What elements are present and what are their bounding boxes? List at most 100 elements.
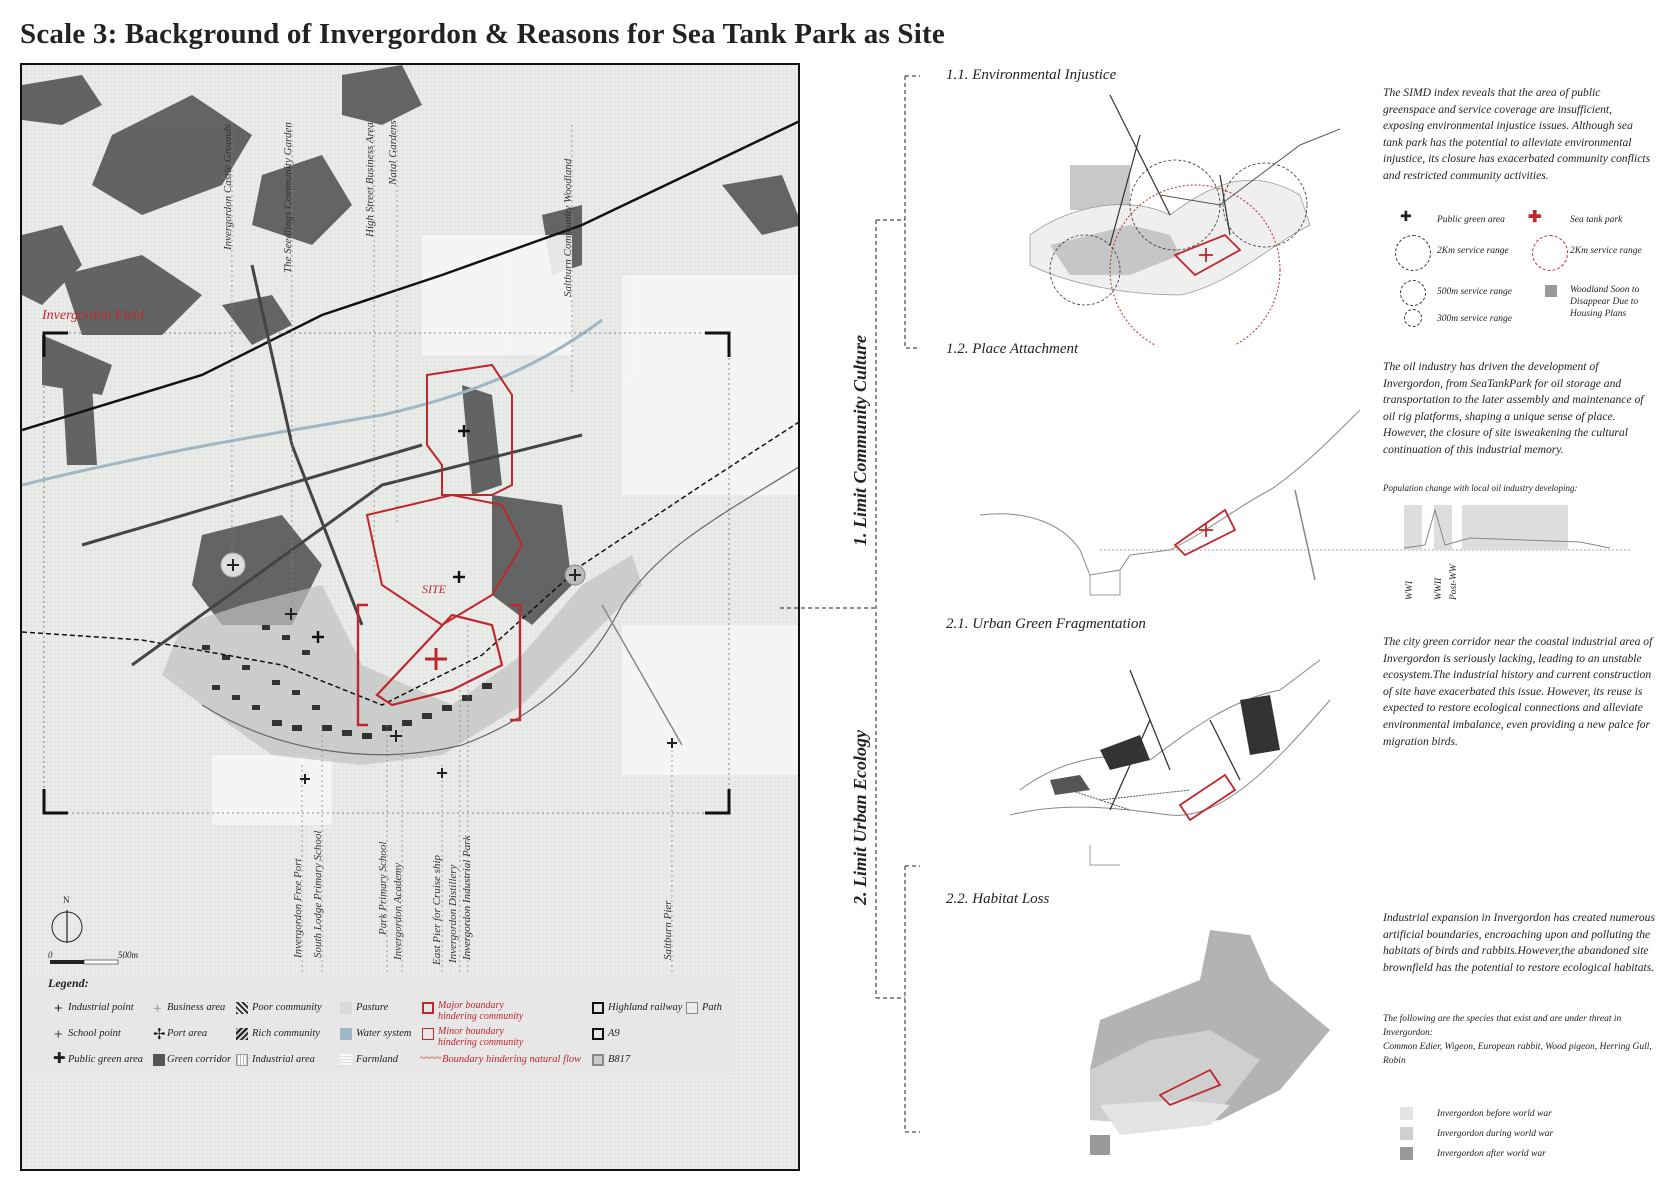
woodland-swatch (1545, 285, 1557, 297)
section-2-2-title: 2.2. Habitat Loss (946, 891, 1050, 907)
industrial-area-swatch (236, 1054, 248, 1066)
scale-end: 500m (118, 950, 138, 960)
school-point-icon: + (54, 1027, 63, 1043)
legend-industrial-area: Industrial area (252, 1054, 315, 1065)
scale-bar (50, 959, 119, 965)
section-1-1-text: The SIMD index reveals that the area of … (1383, 86, 1651, 182)
section-2-2-text: Industrial expansion in Invergordon has … (1383, 911, 1655, 974)
service-2km-red-circle (1532, 235, 1568, 271)
s11-legend-500m: 500m service range (1437, 287, 1512, 297)
section-1-1-title: 1.1. Environmental Injustice (946, 67, 1117, 83)
poor-community-swatch (236, 1002, 248, 1014)
legend-farmland: Farmland (356, 1054, 398, 1065)
legend-a9: A9 (608, 1028, 620, 1039)
section-1-2-text: The oil industry has driven the developm… (1383, 360, 1644, 456)
railway-swatch (592, 1002, 604, 1014)
port-area-icon: ✢ (153, 1027, 166, 1043)
label-seedlings-garden: The Seedlings Community Garden (282, 122, 294, 273)
legend-railway: Highland railway (608, 1002, 683, 1013)
service-500m-circle (1400, 280, 1426, 306)
green-corridor-swatch (153, 1054, 165, 1066)
pasture-swatch (340, 1002, 352, 1014)
after-ww-swatch (1400, 1147, 1413, 1160)
s11-legend-sea-tank-park: Sea tank park (1570, 215, 1623, 225)
a9-road (22, 120, 798, 432)
coastline (201, 466, 798, 756)
rich-community-swatch (236, 1028, 248, 1040)
label-saltburn-woodland: Saltburn Community Woodland (562, 158, 574, 297)
species-list: Common Edier, Wigeon, European rabbit, W… (1383, 1042, 1652, 1066)
major-boundary-swatch (422, 1002, 434, 1014)
habitat-loss-map (1090, 930, 1330, 1155)
site-label: SITE (422, 582, 446, 596)
farmland-swatch (340, 1054, 352, 1066)
site-boundaries (365, 363, 524, 707)
legend-after-ww: Invergordon after world war (1437, 1149, 1546, 1159)
public-green-area-icon: ✚ (1400, 210, 1412, 225)
minor-boundary-swatch (422, 1028, 434, 1040)
legend-water-system: Water system (356, 1028, 412, 1039)
section-2-1-text: The city green corridor near the coastal… (1383, 635, 1653, 748)
period-post-ww: Post-WW (1449, 564, 1459, 600)
page-title: Scale 3: Background of Invergordon & Rea… (20, 18, 945, 50)
category-community-culture: 1. Limit Community Culture (850, 334, 870, 546)
business-area-icon: + (153, 1001, 162, 1017)
natural-flow-swatch: ~~~~ (420, 1053, 442, 1064)
b817-swatch (592, 1054, 604, 1066)
legend-before-ww: Invergordon before world war (1437, 1109, 1552, 1119)
label-academy: Invergordon Academy (392, 862, 404, 960)
place-attachment-map (980, 410, 1630, 596)
legend-background (22, 975, 732, 1075)
s11-legend-public-green: Public green area (1437, 215, 1505, 225)
species-intro: The following are the species that exist… (1383, 1014, 1622, 1038)
water-system-swatch (340, 1028, 352, 1040)
public-green-icon: ✚ (53, 1051, 66, 1067)
s11-legend-2km-red: 2Km service range (1570, 246, 1642, 256)
label-east-pier: East Pier for Cruise ship (431, 854, 443, 965)
legend-pasture: Pasture (356, 1002, 389, 1013)
legend-rich-community: Rich community (252, 1028, 320, 1039)
legend-title: Legend: (48, 976, 89, 990)
field-label: Invergordon Field (42, 308, 144, 323)
legend-business-area: Business area (167, 1002, 226, 1013)
label-south-lodge: South Lodge Primary School (312, 830, 324, 958)
legend-green-corridor: Green corridor (167, 1054, 232, 1065)
legend-industrial-point: Industrial point (68, 1002, 134, 1013)
label-high-street: High Street Business Area (364, 122, 376, 237)
before-ww-swatch (1400, 1107, 1413, 1120)
legend-b817: B817 (608, 1054, 631, 1065)
population-chart-title: Population change with local oil industr… (1383, 483, 1578, 493)
service-300m-circle (1404, 309, 1422, 327)
railway (22, 421, 798, 706)
during-ww-swatch (1400, 1127, 1413, 1140)
s11-legend-2km: 2Km service range (1437, 246, 1509, 256)
legend-during-ww: Invergordon during world war (1437, 1129, 1554, 1139)
a9-swatch (592, 1028, 604, 1040)
legend-port-area: Port area (167, 1028, 208, 1039)
legend-school-point: School point (68, 1028, 121, 1039)
service-2km-circle (1395, 235, 1431, 271)
label-saltburn-pier: Saltburn Pier (662, 900, 674, 960)
north-label: N (63, 895, 70, 905)
env-injustice-map (1029, 94, 1340, 345)
map-canvas (22, 65, 798, 1169)
label-natal-gardens: Natal Gardens (387, 120, 399, 185)
s11-legend-woodland: Woodland Soon to Disappear Due to Housin… (1570, 285, 1640, 319)
frame-brackets (42, 331, 731, 815)
north-arrow (51, 910, 83, 943)
legend-poor-community: Poor community (252, 1002, 322, 1013)
green-fragmentation-map (1010, 659, 1331, 866)
section-2-1-title: 2.1. Urban Green Fragmentation (946, 616, 1146, 632)
legend-path: Path (702, 1002, 722, 1013)
label-park-primary: Park Primary School (377, 841, 389, 935)
label-distillery: Invergordon Distillery (447, 864, 459, 963)
sea-tank-park-icon: ✚ (1528, 209, 1542, 226)
legend-natural-flow: Boundary hindering natural flow (442, 1054, 582, 1065)
path-swatch (686, 1002, 698, 1014)
town-buildings (202, 625, 492, 739)
industrial-points (312, 425, 470, 643)
category-urban-ecology: 2. Limit Urban Ecology (850, 730, 870, 905)
connector-lines (780, 75, 920, 1133)
label-castle-grounds: Invergordon Castle Grounds (222, 124, 234, 250)
main-map[interactable]: Invergordon Field SITE Invergordon Castl… (20, 63, 800, 1171)
